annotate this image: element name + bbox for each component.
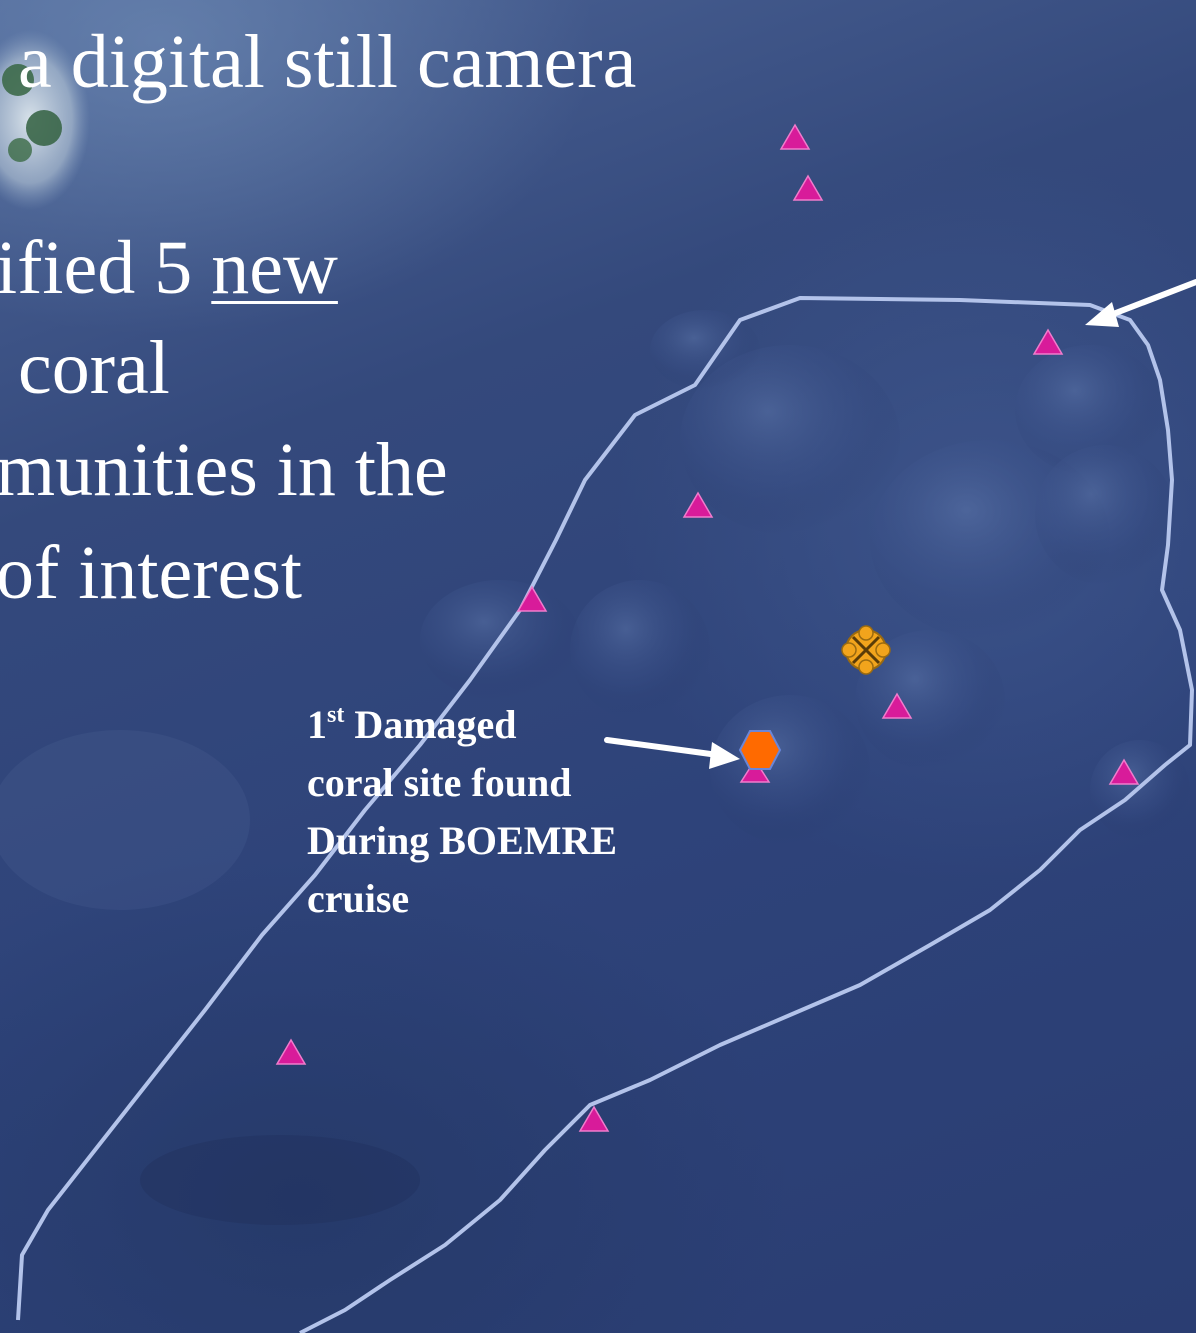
- seamount: [855, 630, 1005, 770]
- magenta-triangle-icon: [739, 758, 771, 783]
- seamount: [1035, 445, 1175, 585]
- callout-ordinal-suffix: st: [327, 702, 345, 728]
- seafloor-trough: [140, 1135, 420, 1225]
- magenta-triangle-icon: [578, 1105, 610, 1132]
- area-of-interest-boundary: [16, 296, 1194, 1333]
- seamount: [1015, 345, 1165, 475]
- island-vegetation: [26, 110, 62, 146]
- callout-arrow: [604, 737, 740, 769]
- magenta-triangle-icon: [516, 585, 548, 612]
- orange-hexagon-icon: [738, 730, 782, 770]
- boundary-arrow: [1085, 279, 1196, 327]
- magenta-triangle-icon: [1108, 758, 1140, 785]
- slide-text-line: coral: [18, 326, 170, 410]
- slide-text-line: munities in the: [0, 428, 448, 512]
- magenta-triangle-icon: [1032, 328, 1064, 355]
- slide-text-line: of interest: [0, 531, 303, 615]
- magenta-triangle-icon: [881, 692, 913, 719]
- callout-line: During BOEMRE: [307, 818, 618, 863]
- survey-sites: [275, 123, 1140, 1132]
- seamount: [570, 580, 710, 720]
- callout-line: coral site found: [307, 760, 572, 805]
- slide-text-line: ified 5 new: [0, 230, 338, 306]
- slide-text-line: a digital still camera: [18, 20, 637, 104]
- underlined-word: new: [211, 226, 338, 310]
- island-vegetation: [8, 138, 32, 162]
- magenta-triangle-icon: [275, 1038, 307, 1065]
- callout-text: Damaged: [344, 702, 517, 747]
- seafloor-ridge: [0, 730, 250, 910]
- island-vegetation: [2, 64, 34, 96]
- callout-line: cruise: [307, 876, 410, 921]
- magenta-triangle-icon: [779, 123, 811, 150]
- seamount: [680, 345, 900, 535]
- callout-ordinal: 1: [307, 702, 327, 747]
- damaged-site-callout: 1st Damaged coral site found During BOEM…: [307, 696, 617, 928]
- magenta-triangle-icon: [682, 491, 714, 518]
- magenta-triangle-icon: [792, 174, 824, 201]
- callout-line: 1st Damaged: [307, 696, 617, 754]
- crossed-circle-icon: [841, 625, 891, 675]
- slide-text-fragment: ified 5: [0, 226, 212, 310]
